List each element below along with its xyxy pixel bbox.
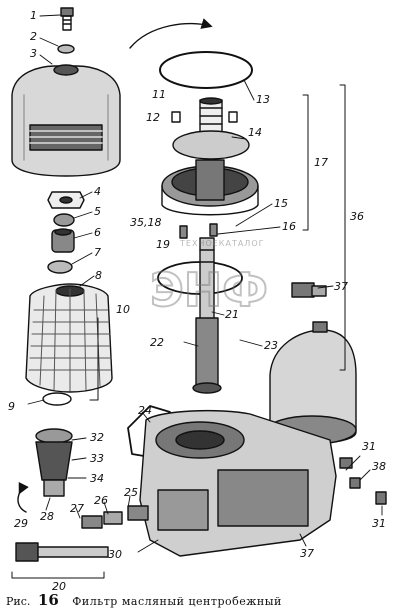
- part-37-fitting: [291, 282, 327, 298]
- label-36: 36: [350, 210, 364, 223]
- rotation-arrow: [129, 18, 213, 49]
- part-17-rotor-body: [161, 159, 259, 216]
- label-22: 22: [150, 336, 164, 349]
- label-38: 38: [372, 460, 386, 473]
- label-3: 3: [30, 47, 37, 60]
- leader-lines: [27, 14, 383, 553]
- label-27: 27: [70, 502, 84, 515]
- caption-title: Фильтр масляный центробежный: [72, 595, 282, 608]
- label-11: 11: [152, 88, 166, 101]
- label-30: 30: [108, 548, 122, 561]
- part-6-bushing: [51, 228, 75, 253]
- label-21: 21: [225, 308, 239, 321]
- label-8: 8: [95, 269, 102, 282]
- label-31-lower: 31: [372, 517, 386, 530]
- label-14: 14: [248, 126, 262, 139]
- label-5: 5: [94, 205, 101, 218]
- part-9-gasket: [42, 392, 72, 406]
- label-33: 33: [90, 452, 104, 465]
- label-10: 10: [116, 303, 130, 316]
- part-32-filter-element: [35, 428, 73, 497]
- part-31-plug: [339, 457, 387, 505]
- label-20: 20: [52, 580, 66, 593]
- label-25: 25: [124, 486, 138, 499]
- label-9: 9: [8, 400, 15, 413]
- label-24: 24: [138, 404, 152, 417]
- part-21-rotor-shaft: [192, 237, 222, 394]
- part-2-washer: [57, 44, 75, 54]
- caption-prefix: Рис.: [6, 595, 31, 608]
- label-4: 4: [94, 185, 101, 198]
- part-11-screw: [171, 111, 238, 123]
- part-3-rotor-cap: [11, 64, 121, 177]
- caption-number: 16: [37, 591, 59, 609]
- label-19: 19: [156, 238, 170, 251]
- label-7: 7: [94, 246, 101, 259]
- part-38-plug: [349, 477, 361, 489]
- label-26: 26: [94, 494, 108, 507]
- label-15: 15: [274, 197, 288, 210]
- part-4-nut: [47, 191, 85, 209]
- watermark-logo: ЭНФ: [150, 263, 268, 317]
- label-31-upper: 31: [362, 440, 376, 453]
- label-13: 13: [256, 93, 270, 106]
- label-29: 29: [14, 517, 28, 530]
- part-30-filter-housing: [139, 409, 337, 557]
- part-35-nozzle: [179, 223, 218, 239]
- label-16: 16: [282, 220, 296, 233]
- label-2: 2: [30, 30, 37, 43]
- part-8-mesh-filter: [25, 283, 113, 393]
- label-28: 28: [40, 510, 54, 523]
- label-34: 34: [90, 472, 104, 485]
- part-7-seal-ring: [47, 260, 73, 274]
- part-1-screw-plug: [60, 7, 74, 31]
- watermark-text: ТЕХНОЕКАТАЛОГ: [179, 239, 265, 248]
- label-12: 12: [146, 111, 160, 124]
- label-17: 17: [314, 156, 328, 169]
- brackets: [11, 84, 346, 579]
- label-1: 1: [30, 9, 37, 22]
- label-35-18: 35,18: [130, 216, 162, 229]
- watermark: ТЕХНОЕКАТАЛОГ ЭНФ: [149, 239, 269, 318]
- part-29-rotation-arrow: [17, 481, 29, 513]
- label-37-lower: 37: [300, 547, 314, 560]
- part-labels: 1 2 3 4 5 6 7 8 9 10 11 12 13 14 15 16 1…: [8, 9, 386, 593]
- label-23: 23: [264, 339, 278, 352]
- part-5-washer: [53, 213, 75, 227]
- label-6: 6: [94, 226, 101, 239]
- part-20-valve-screw: [15, 505, 149, 562]
- label-32: 32: [90, 431, 104, 444]
- label-37-upper: 37: [334, 280, 348, 293]
- part-14-rotor-top: [172, 97, 250, 160]
- figure-caption: Рис. 16 Фильтр масляный центробежный: [6, 591, 394, 611]
- part-13-o-ring: [159, 51, 253, 89]
